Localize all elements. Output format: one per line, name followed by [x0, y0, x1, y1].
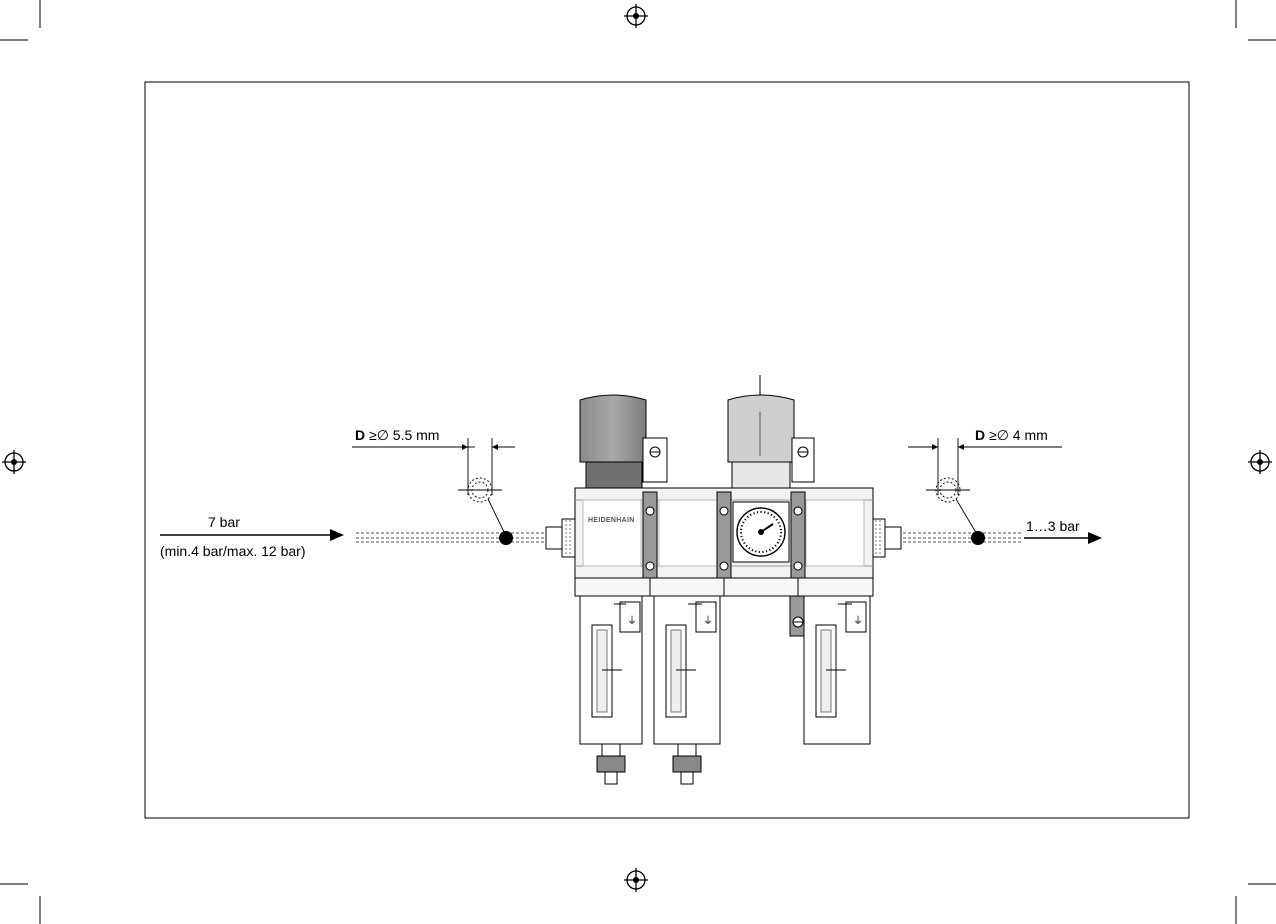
filter-bowl-2: ⏚ — [654, 596, 720, 784]
inlet-connection-dot — [499, 531, 513, 545]
outlet-connection-dot — [971, 531, 985, 545]
outlet-fitting — [872, 519, 901, 557]
registration-mark-icon — [624, 4, 648, 28]
svg-text:⏚: ⏚ — [627, 615, 637, 627]
filter-bowl-1: ⏚ — [580, 596, 642, 784]
inlet-dimension-value: ≥∅ 5.5 mm — [365, 427, 439, 443]
inlet-pressure: 7 bar — [208, 514, 240, 530]
inlet-dimension-letter: D — [355, 427, 365, 443]
brand-label: HEIDENHAIN — [588, 517, 635, 524]
svg-text:D ≥∅ 4 mm: D ≥∅ 4 mm — [975, 427, 1048, 443]
inlet-dimension-lines — [352, 438, 515, 536]
outlet-pressure: 1…3 bar — [1026, 518, 1080, 534]
inlet-arrowhead-icon — [330, 529, 344, 541]
pressure-gauge-icon — [733, 502, 789, 562]
regulator-knob-left — [580, 395, 667, 490]
inlet-fitting — [546, 519, 575, 557]
outlet-arrowhead-icon — [1088, 532, 1102, 544]
maintenance-unit: HEIDENHAIN — [575, 375, 873, 784]
outlet-dimension-value: ≥∅ 4 mm — [985, 427, 1048, 443]
svg-text:D ≥∅ 5.5 mm: D ≥∅ 5.5 mm — [355, 427, 439, 443]
inlet-tube — [356, 533, 548, 542]
filter-bowl-3: ⏚ — [804, 596, 870, 744]
registration-mark-icon — [1248, 450, 1272, 474]
registration-mark-icon — [624, 868, 648, 892]
regulator-knob-right — [728, 375, 814, 490]
outlet-dimension-letter: D — [975, 427, 985, 443]
registration-mark-icon — [2, 450, 26, 474]
outlet-tube — [898, 533, 1022, 542]
svg-text:⏚: ⏚ — [853, 615, 863, 627]
inlet-pressure-range: (min.4 bar/max. 12 bar) — [160, 543, 306, 559]
svg-text:⏚: ⏚ — [703, 615, 713, 627]
outlet-side: D ≥∅ 4 mm 1…3 bar — [872, 427, 1102, 557]
inlet-side: D ≥∅ 5.5 mm 7 bar (min.4 bar/max. 12 bar… — [160, 427, 575, 559]
